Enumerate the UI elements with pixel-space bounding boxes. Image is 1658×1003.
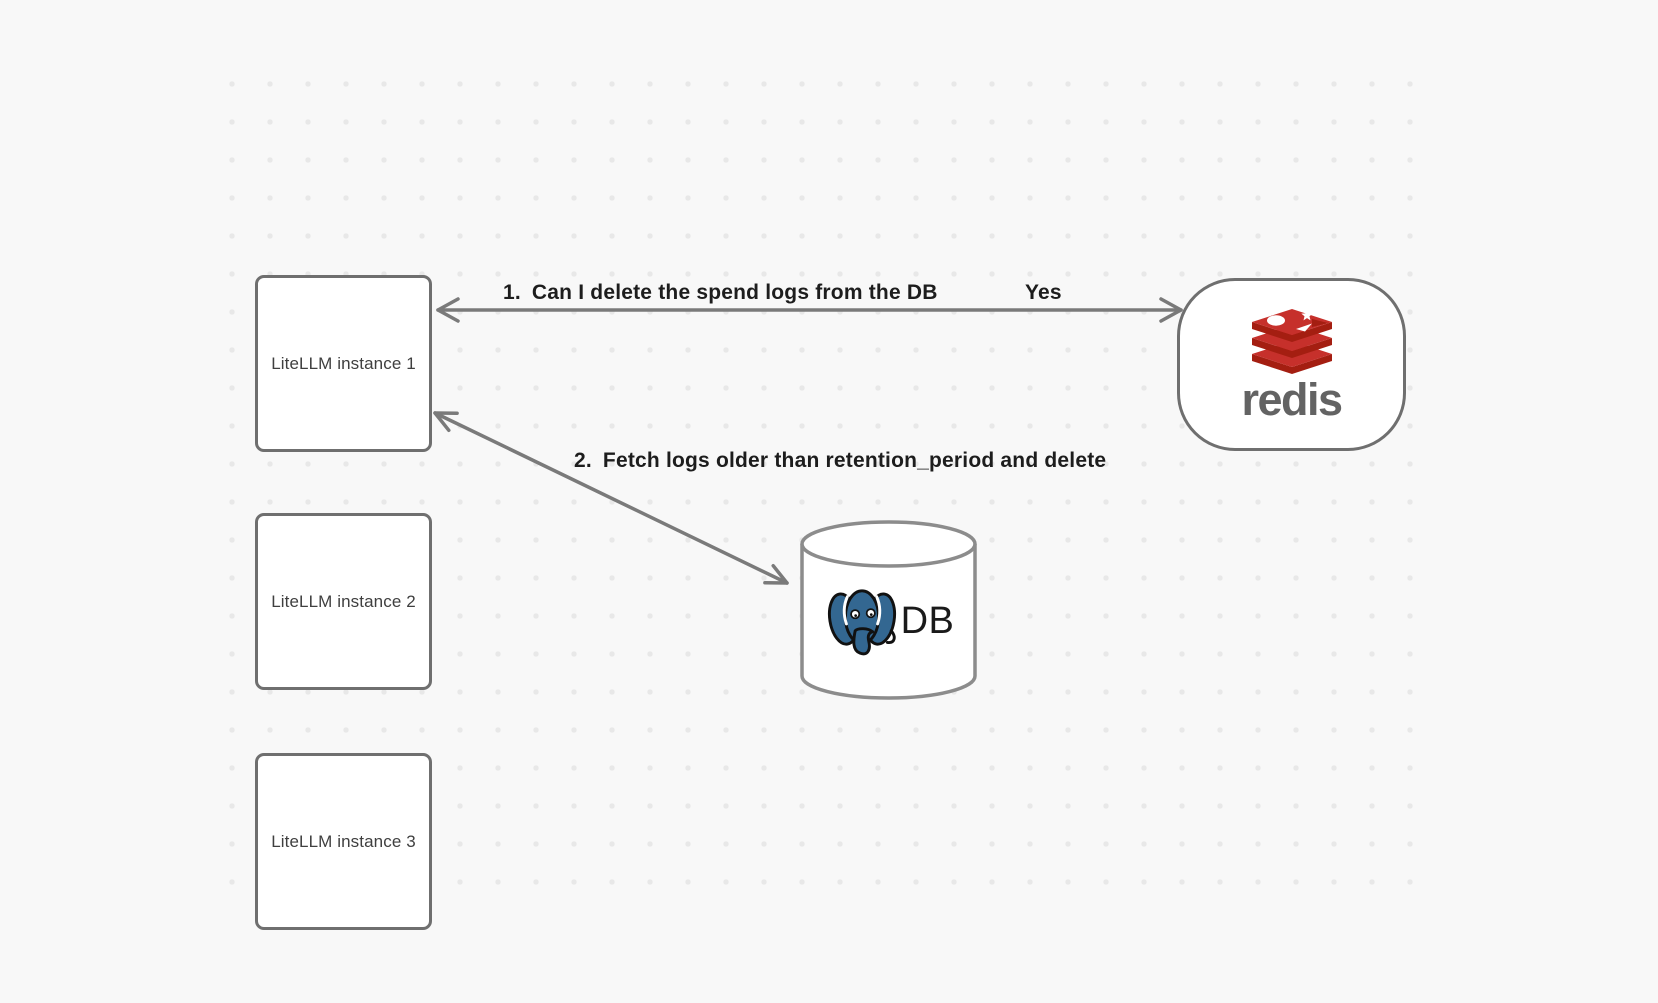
litellm-instance-1-label: LiteLLM instance 1 — [271, 353, 416, 373]
redis-wordmark: redis — [1241, 374, 1343, 426]
message-2-label: 2. Fetch logs older than retention_period… — [574, 449, 1106, 473]
message-2-text: Fetch logs older than retention_period a… — [602, 449, 1107, 472]
redis-logo-icon — [1251, 309, 1332, 375]
message-1-number: 1. — [503, 281, 521, 304]
litellm-instance-3-label: LiteLLM instance 3 — [271, 831, 416, 851]
message-1-label: 1. Can I delete the spend logs from the D… — [503, 281, 938, 305]
message-1-reply: Yes — [1025, 281, 1062, 304]
node-litellm-instance-1[interactable]: LiteLLM instance 1 — [255, 275, 432, 452]
message-1-text: Can I delete the spend logs from the DB — [531, 281, 938, 304]
node-litellm-instance-2[interactable]: LiteLLM instance 2 — [255, 513, 432, 690]
postgresql-logo-icon — [827, 589, 896, 656]
message-2-number: 2. — [574, 449, 592, 472]
node-database[interactable]: DB — [800, 518, 977, 702]
node-redis[interactable]: redis — [1177, 278, 1406, 451]
database-label: DB — [900, 599, 955, 642]
litellm-instance-2-label: LiteLLM instance 2 — [271, 591, 416, 611]
node-litellm-instance-3[interactable]: LiteLLM instance 3 — [255, 753, 432, 930]
